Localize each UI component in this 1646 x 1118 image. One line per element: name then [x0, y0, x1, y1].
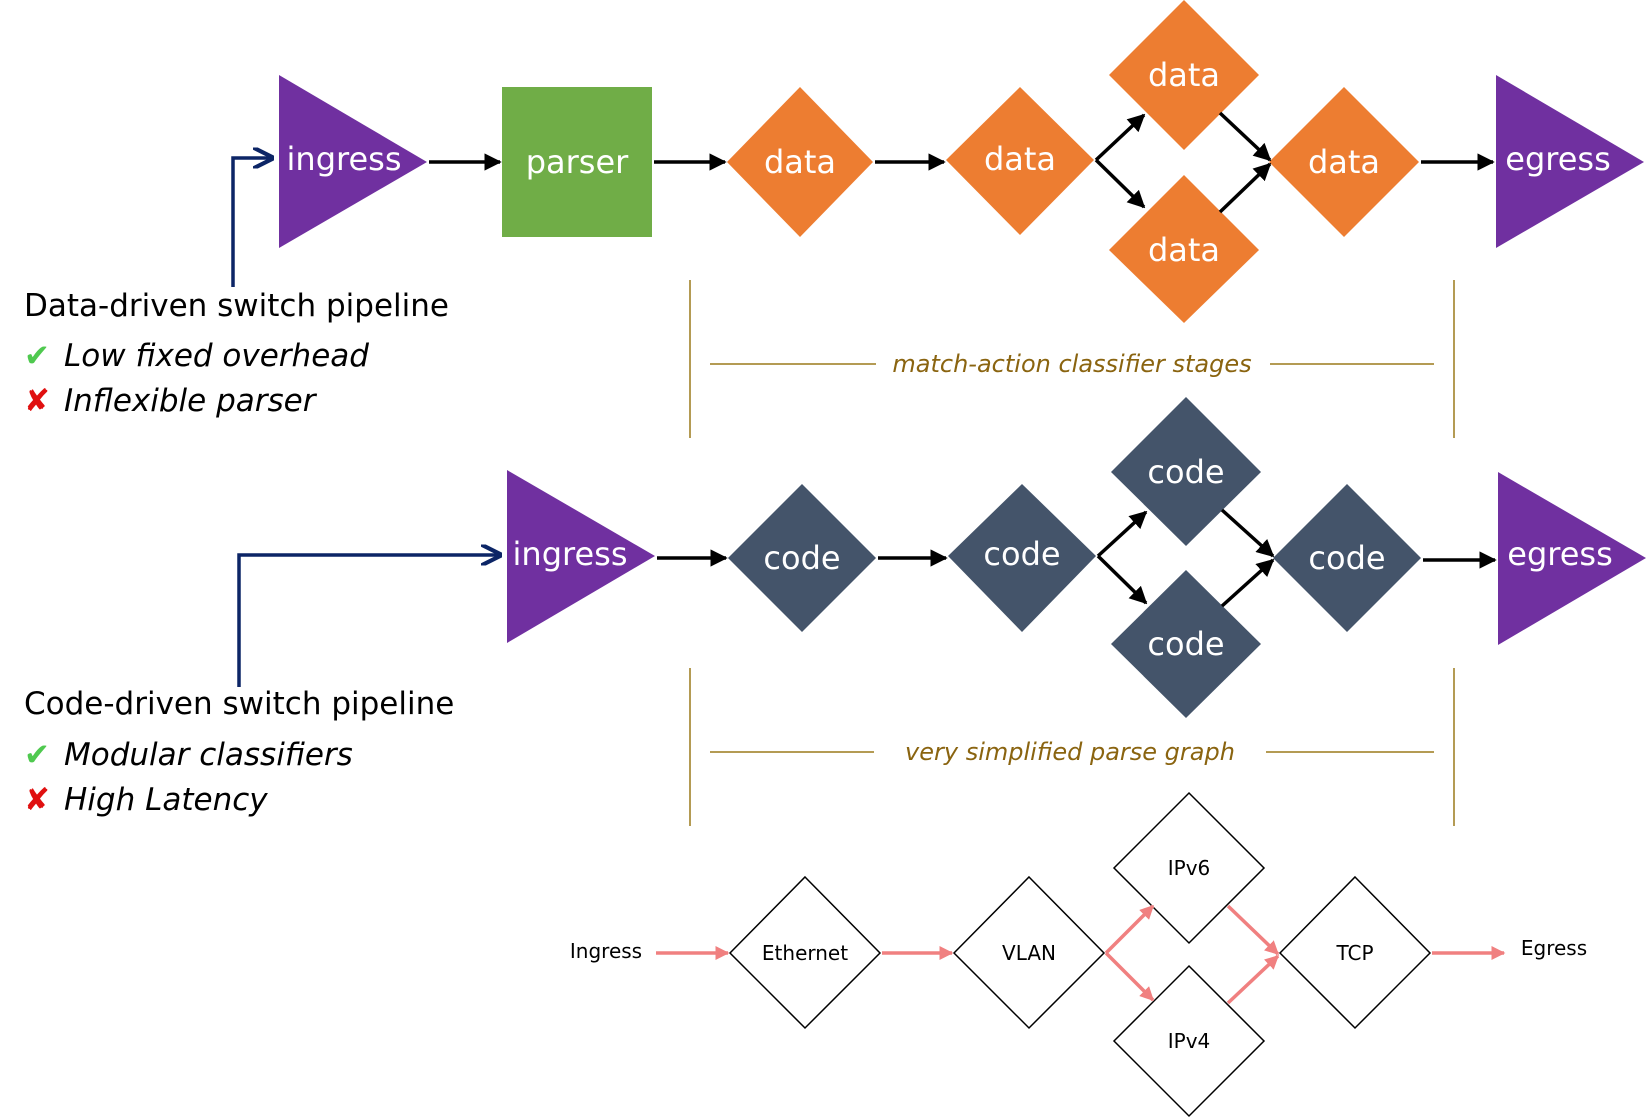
code-label-lower: code	[1147, 625, 1224, 663]
pink-arrow-ipv4-tcp	[1226, 954, 1280, 1005]
parse-egress-label: Egress	[1521, 936, 1587, 960]
cross-icon: ✘	[24, 383, 50, 419]
check-icon: ✔	[24, 737, 50, 773]
tcp-diamond	[1278, 875, 1432, 1030]
data-label-upper: data	[1148, 56, 1220, 94]
parse-graph-bracket	[689, 668, 1455, 826]
check-icon: ✔	[24, 338, 50, 374]
code-label-last: code	[1308, 539, 1385, 577]
data-pipeline-pointer	[231, 158, 272, 287]
arrow-upper-last	[1218, 111, 1272, 162]
arrow-code-upper-last	[1220, 508, 1275, 558]
code-label-1: code	[763, 539, 840, 577]
code-egress-label: egress	[1507, 535, 1612, 573]
tcp-label: TCP	[1335, 941, 1373, 965]
code-driven-con-text: High Latency	[64, 782, 268, 818]
arrow-lower-last	[1218, 162, 1272, 214]
parse-ingress-label: Ingress	[570, 939, 642, 963]
code-ingress-label: ingress	[513, 535, 628, 573]
pink-arrow-vlan-ipv4	[1104, 951, 1155, 1002]
code-ingress-triangle	[507, 470, 655, 643]
code-label-upper: code	[1147, 453, 1224, 491]
match-action-caption: match-action classifier stages	[892, 350, 1252, 378]
data-driven-pro: ✔ Low fixed overhead	[24, 338, 369, 374]
egress-label: egress	[1505, 140, 1610, 178]
data-driven-title: Data-driven switch pipeline	[24, 288, 449, 324]
arrow-code-lower-last	[1220, 558, 1275, 608]
arrow-code-2-upper	[1096, 510, 1148, 558]
code-diamond-last	[1273, 484, 1421, 632]
egress-triangle	[1496, 75, 1644, 248]
pink-arrow-vlan-ipv6	[1104, 904, 1155, 955]
code-diamond-1	[728, 484, 876, 632]
data-label-last: data	[1308, 143, 1380, 181]
vlan-label: VLAN	[1002, 941, 1056, 965]
data-driven-con: ✘ Inflexible parser	[24, 383, 315, 419]
arrow-data2-upper	[1094, 113, 1146, 162]
data-driven-pro-text: Low fixed overhead	[64, 338, 369, 374]
data-diamond-1	[727, 87, 873, 237]
code-diamond-2	[948, 484, 1096, 632]
ingress-label: ingress	[287, 140, 402, 178]
ipv4-label: IPv4	[1168, 1029, 1211, 1053]
code-label-2: code	[983, 535, 1060, 573]
arrow-data2-lower	[1094, 158, 1146, 209]
data-label-lower: data	[1148, 231, 1220, 269]
data-driven-pipeline: ingress parser data data data data data …	[231, 0, 1644, 323]
ethernet-diamond	[728, 875, 882, 1030]
ipv4-diamond	[1112, 964, 1266, 1118]
parser-box	[502, 87, 652, 237]
match-action-bracket	[689, 280, 1455, 438]
code-driven-con: ✘ High Latency	[24, 782, 268, 818]
code-driven-pro-text: Modular classifiers	[64, 737, 353, 773]
vlan-diamond	[952, 875, 1106, 1030]
parser-label: parser	[526, 143, 629, 181]
data-diamond-2	[946, 87, 1094, 235]
code-pipeline-pointer	[237, 555, 500, 687]
code-diamond-upper	[1111, 397, 1261, 546]
arrow-code-2-lower	[1096, 554, 1148, 605]
pink-arrow-ipv6-tcp	[1226, 904, 1280, 956]
data-label-1: data	[764, 143, 836, 181]
code-driven-pro: ✔ Modular classifiers	[24, 737, 353, 773]
ethernet-label: Ethernet	[762, 941, 848, 965]
parse-graph: Ingress Ethernet VLAN IPv6 IPv4 TCP Egre…	[570, 791, 1587, 1118]
parse-graph-caption: very simplified parse graph	[905, 738, 1235, 766]
data-label-2: data	[984, 140, 1056, 178]
ingress-triangle	[279, 75, 427, 248]
code-driven-pipeline: ingress code code code code code egress	[237, 397, 1646, 718]
code-egress-triangle	[1498, 472, 1646, 645]
data-driven-con-text: Inflexible parser	[64, 383, 316, 419]
cross-icon: ✘	[24, 782, 50, 818]
data-diamond-lower	[1109, 175, 1259, 323]
ipv6-label: IPv6	[1168, 856, 1211, 880]
code-driven-title: Code-driven switch pipeline	[24, 686, 455, 722]
data-diamond-last	[1269, 87, 1419, 237]
